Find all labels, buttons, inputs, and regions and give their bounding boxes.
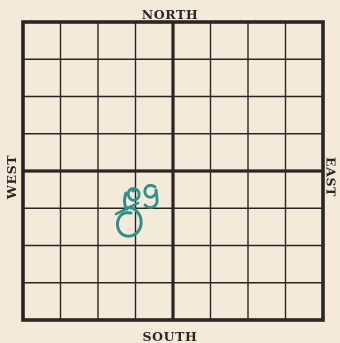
- handwritten-o: [128, 189, 139, 201]
- handwritten-mark: [116, 185, 157, 236]
- handwritten-g: [145, 185, 157, 207]
- handwritten-hook: [125, 193, 127, 209]
- grid-lines: [23, 22, 323, 320]
